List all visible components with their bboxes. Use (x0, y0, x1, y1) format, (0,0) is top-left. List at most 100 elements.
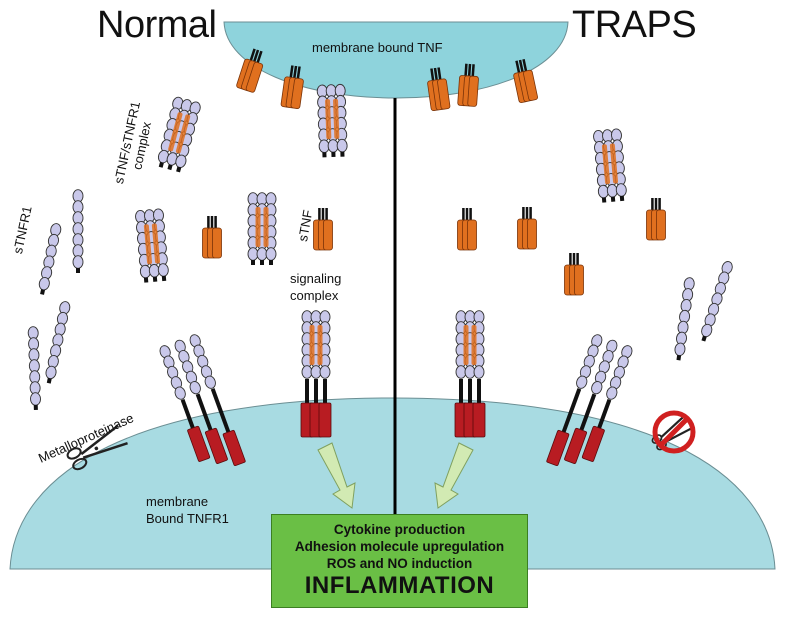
outcome-box: Cytokine production Adhesion molecule up… (271, 514, 528, 608)
receptor-tail (40, 289, 46, 295)
label-membrane-receptor: membrane Bound TNFR1 (146, 493, 229, 527)
receptor-tail (331, 151, 336, 158)
receptor-bead (473, 365, 485, 379)
receptor-tail (76, 268, 80, 273)
receptor-bead (30, 392, 41, 406)
tnf-subunit (574, 264, 584, 296)
membrane-tnfr1-cluster-traps (546, 334, 633, 466)
tnf-stalk (467, 63, 472, 77)
label-membrane-tnf: membrane bound TNF (312, 40, 443, 55)
receptor-tail (33, 404, 38, 411)
arrow-normal (317, 442, 356, 509)
receptor-stalk (195, 393, 213, 431)
tnf-stalk (249, 48, 256, 61)
tnf-stalk (256, 50, 263, 63)
stnf-stnfr1-complex (316, 83, 348, 158)
tnf-subunit (323, 219, 333, 251)
tnf-subunit (527, 218, 537, 250)
receptor-tail (610, 196, 616, 202)
soluble-tnf (646, 198, 666, 241)
complex-tnf (325, 99, 332, 140)
tnf-stalk (296, 66, 301, 79)
stnf-stnfr1-complex (135, 208, 169, 283)
receptor-tail (676, 354, 682, 361)
soluble-tnfr1 (45, 301, 71, 384)
receptor-tail (167, 164, 173, 171)
receptor-stalk (210, 388, 231, 433)
complex-tnf (175, 114, 191, 154)
soluble-tnf (457, 208, 477, 251)
receptor-stalk (468, 379, 472, 403)
tnf-subunit (523, 69, 538, 101)
receptor-bead (606, 386, 618, 400)
signaling-line-2: complex (290, 288, 339, 303)
tnf-subunit (467, 219, 477, 251)
tnf-stalk (522, 58, 528, 72)
tnf-subunit (212, 227, 222, 259)
signaling-line-1: signaling (290, 271, 342, 286)
label-signaling-complex: signaling complex (290, 270, 341, 304)
complex-tnf (333, 98, 340, 139)
receptor-bead (204, 375, 216, 389)
soluble-tnf (313, 208, 333, 251)
complex-tnf (255, 207, 261, 247)
receptor-tail (152, 276, 158, 282)
stnf-stnfr1-complex (247, 192, 277, 265)
tnf-stalk (289, 65, 294, 78)
complex-tnf (143, 224, 153, 265)
receptor-bead (674, 342, 686, 357)
title-normal: Normal (97, 4, 217, 46)
bound-tnf (317, 325, 323, 365)
tnf-stalk (464, 63, 468, 76)
receptor-membrane-domain (222, 429, 246, 466)
receptor-tail (322, 152, 327, 158)
soluble-tnfr1 (701, 261, 733, 342)
outcome-main: INFLAMMATION (304, 572, 495, 599)
tnf-stalk (518, 59, 524, 72)
receptor-membrane-domain (187, 425, 211, 462)
receptor-bead (301, 365, 313, 379)
signaling-complex-traps (454, 310, 486, 438)
membrane-receptor-line-1: membrane (146, 494, 209, 509)
outcome-line-2: Adhesion molecule upregulation (294, 539, 505, 554)
receptor-bead (72, 255, 84, 269)
receptor-membrane-domain (546, 429, 570, 466)
receptor-membrane-domain (564, 427, 588, 464)
complex-tnf (601, 144, 611, 185)
tnf-stalk (437, 67, 442, 80)
tnf-stalk (471, 64, 475, 77)
membrane-tnf (280, 65, 304, 109)
receptor-bead (157, 263, 169, 277)
molecule-layer (27, 48, 733, 466)
scissors-icon (66, 424, 128, 471)
bound-tnf (471, 325, 477, 365)
receptor-bead (336, 138, 348, 153)
receptor-stalk (180, 399, 195, 429)
soluble-tnfr1 (27, 326, 41, 411)
receptor-membrane-domain (581, 425, 605, 462)
receptor-bead (464, 365, 476, 379)
membrane-tnf (513, 58, 538, 103)
receptor-tail (143, 277, 149, 283)
receptor-stalk (477, 379, 481, 403)
tnf-stalk (515, 60, 521, 73)
tnf-stalk (253, 49, 260, 62)
receptor-bead (615, 183, 627, 197)
receptor-stalk (314, 379, 318, 403)
tnf-subunit (290, 77, 304, 109)
receptor-stalk (305, 379, 309, 403)
receptor-bead (576, 375, 588, 389)
receptor-bead (265, 247, 277, 261)
receptor-tail (161, 275, 167, 282)
no-cleavage-icon (651, 410, 696, 454)
receptor-bead (256, 247, 268, 261)
title-traps: TRAPS (572, 4, 697, 46)
tnf-subunit (437, 78, 451, 110)
arrow-traps (434, 442, 474, 509)
receptor-membrane-domain (318, 402, 332, 438)
tnf-stalk (293, 65, 298, 79)
soluble-tnf (564, 253, 584, 296)
receptor-tail (260, 260, 264, 265)
receptor-tail (158, 161, 164, 168)
